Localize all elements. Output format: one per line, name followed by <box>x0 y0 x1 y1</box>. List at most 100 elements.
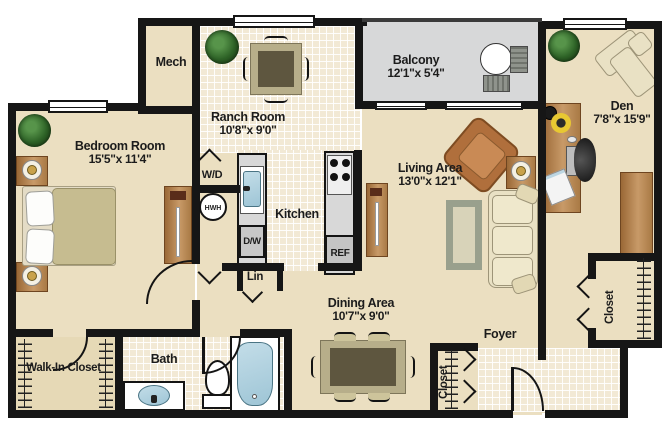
linen-label: Lin <box>246 271 264 283</box>
wall <box>240 329 292 337</box>
wall <box>192 185 240 193</box>
dishwasher-label: D/W <box>243 236 261 247</box>
wall <box>430 343 478 351</box>
wall <box>138 18 146 114</box>
wall <box>8 410 513 418</box>
wall <box>545 410 628 418</box>
wall <box>430 343 438 418</box>
rug <box>446 200 482 270</box>
chair <box>311 356 320 378</box>
closet-rod <box>99 339 113 408</box>
lamp-icon <box>516 166 526 176</box>
mech-floor <box>145 25 197 110</box>
water-heater-label: HWH <box>204 205 222 212</box>
closet-rod <box>637 258 651 339</box>
wall <box>192 300 200 337</box>
window <box>233 15 315 28</box>
bookshelf <box>620 172 653 254</box>
sliding-door <box>445 101 523 110</box>
chair <box>368 332 390 341</box>
tub-drain <box>252 394 257 399</box>
foyer-tile-floor <box>478 348 622 412</box>
room-label-closet-foyer: Closet <box>438 365 450 399</box>
entry-door-leaf <box>511 367 514 411</box>
console-decor <box>370 188 382 196</box>
plant-icon <box>18 114 51 147</box>
desk-lamp-icon <box>551 113 571 133</box>
room-label-closet-right: Closet <box>604 290 616 324</box>
closet-rod <box>18 339 32 408</box>
stove-burner <box>342 173 350 181</box>
chair <box>406 356 415 378</box>
dishwasher <box>239 225 265 258</box>
stove-burner <box>342 159 350 167</box>
room-label-bedroom: Bedroom Room <box>74 139 166 153</box>
wall <box>222 263 284 271</box>
candle-icon <box>375 202 379 246</box>
dresser-trim <box>176 207 180 257</box>
room-label-ranch: Ranch Room <box>210 110 286 124</box>
mouse-icon <box>567 136 577 143</box>
chair <box>301 57 309 81</box>
wall <box>592 253 654 261</box>
hall-floor <box>197 145 240 345</box>
faucet-icon <box>151 395 157 403</box>
chair <box>368 393 390 402</box>
plant-icon <box>548 30 580 62</box>
lamp-icon <box>27 271 37 281</box>
patio-chair <box>483 75 510 92</box>
stove-burner <box>330 173 338 181</box>
wall <box>138 106 200 114</box>
bed-pillow <box>25 228 55 265</box>
window <box>563 18 627 30</box>
plant-icon <box>205 30 239 64</box>
wall <box>588 328 596 344</box>
chair <box>334 393 356 402</box>
dresser-handle <box>170 191 186 200</box>
wall <box>620 340 628 418</box>
room-dims-den: 7'8"x 15'9" <box>593 112 651 126</box>
wall <box>654 21 662 348</box>
room-dims-bedroom: 15'5"x 11'4" <box>88 152 152 166</box>
room-label-kitchen: Kitchen <box>275 207 319 221</box>
desk-chair <box>574 138 596 182</box>
water-heater <box>199 193 227 221</box>
room-label-living: Living Area <box>397 161 463 175</box>
room-label-foyer: Foyer <box>483 327 517 341</box>
ranch-table-top <box>258 51 294 87</box>
wall <box>538 21 546 360</box>
wall <box>115 329 123 418</box>
wall <box>237 263 243 291</box>
wall <box>318 263 362 271</box>
bed-pillow <box>25 190 55 227</box>
lamp-icon <box>27 165 37 175</box>
patio-chair <box>510 46 528 73</box>
wall <box>354 150 362 271</box>
chair <box>264 36 288 44</box>
dining-table-top <box>330 348 396 386</box>
patio-table <box>480 43 512 75</box>
refrigerator-label: REF <box>330 248 350 259</box>
sofa-cushion <box>492 226 533 255</box>
wall <box>588 253 596 279</box>
room-label-dining: Dining Area <box>327 296 395 310</box>
stove-burner <box>330 159 338 167</box>
closet-rod <box>445 350 458 409</box>
toilet-tank <box>202 394 232 409</box>
wall <box>8 103 16 418</box>
wall <box>115 329 200 337</box>
room-label-mech: Mech <box>155 55 187 69</box>
room-label-den: Den <box>610 99 634 113</box>
balcony-rail <box>362 18 542 22</box>
room-dims-living: 13'0"x 12'1" <box>398 174 462 188</box>
room-dims-ranch: 10'8"x 9'0" <box>219 123 277 137</box>
chair <box>334 332 356 341</box>
wall <box>277 263 283 291</box>
window <box>48 100 108 113</box>
bath-door-leaf <box>202 337 205 374</box>
room-label-bath: Bath <box>150 352 178 366</box>
room-label-walkin: Walk-In Closet <box>26 362 101 374</box>
chair <box>243 57 251 81</box>
wall <box>86 329 123 337</box>
